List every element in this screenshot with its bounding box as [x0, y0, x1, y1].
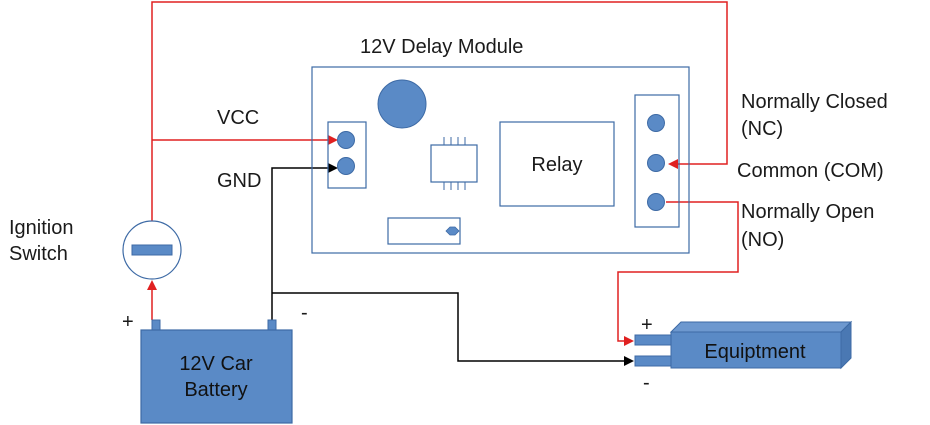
equipment-positive-post — [634, 334, 672, 346]
wire-ignition-to-nc — [151, 1, 728, 222]
equipment-box — [669, 320, 853, 370]
battery-label-line2: Battery — [184, 379, 247, 401]
relay-label: Relay — [531, 154, 582, 176]
com-terminal — [647, 154, 665, 172]
equipment-minus-label: - — [643, 372, 650, 394]
power-terminal-block — [327, 121, 367, 189]
ic-chip — [430, 137, 478, 190]
equipment-negative-post — [634, 355, 672, 367]
battery-minus-label: - — [301, 302, 308, 324]
nc-label-line2: (NC) — [741, 118, 783, 140]
equipment-label: Equiptment — [704, 341, 806, 363]
wire-ground-to-equipment — [272, 292, 634, 366]
gnd-label: GND — [217, 170, 261, 192]
ignition-switch-key — [131, 244, 173, 256]
battery-positive-post — [151, 319, 161, 331]
com-label: Common (COM) — [737, 160, 884, 182]
no-label-line2: (NO) — [741, 229, 784, 251]
ignition-label-line1: Ignition — [9, 217, 74, 239]
no-label-line1: Normally Open — [741, 201, 874, 223]
vcc-label: VCC — [217, 107, 259, 129]
battery-plus-label: + — [122, 311, 134, 333]
gnd-terminal — [337, 157, 355, 175]
capacitor — [377, 79, 427, 129]
nc-label-line1: Normally Closed — [741, 91, 888, 113]
wire-no-to-equipment — [617, 201, 739, 346]
wire-gnd — [271, 163, 338, 321]
module-title: 12V Delay Module — [360, 36, 523, 58]
vcc-terminal — [337, 131, 355, 149]
nc-terminal — [647, 114, 665, 132]
car-battery — [140, 329, 293, 424]
delay-module-board — [311, 66, 690, 254]
battery-label-line1: 12V Car — [179, 353, 253, 375]
battery-negative-post — [267, 319, 277, 331]
equipment-plus-label: + — [641, 314, 653, 336]
ignition-label-line2: Switch — [9, 243, 68, 265]
relay-component — [499, 121, 615, 207]
output-terminal-block — [634, 94, 680, 228]
potentiometer — [387, 217, 461, 245]
no-terminal — [647, 193, 665, 211]
